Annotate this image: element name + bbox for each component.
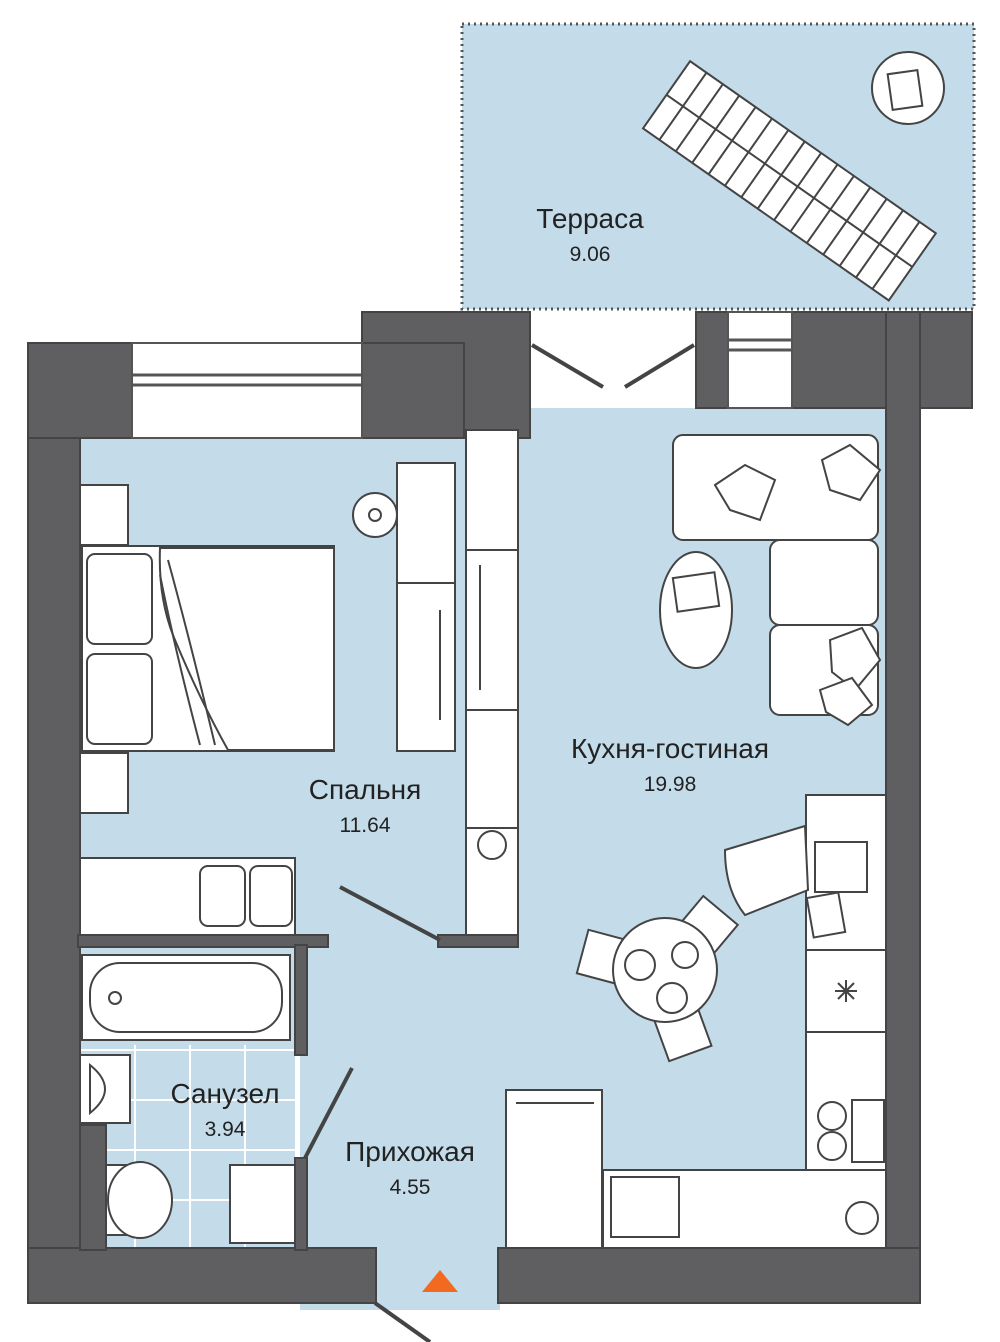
room-label-terrace: Терраса 9.06	[505, 202, 675, 270]
bed	[81, 545, 335, 752]
window-bedroom	[131, 342, 363, 439]
terrace-table	[871, 51, 945, 125]
wardrobe-bedroom	[396, 462, 456, 752]
room-name-bathroom: Санузел	[170, 1078, 280, 1109]
walls	[27, 311, 973, 1304]
doors	[303, 343, 696, 1342]
plant-bedroom	[352, 492, 398, 538]
bookshelf-partition	[465, 429, 519, 936]
room-label-bedroom: Спальня 11.64	[290, 773, 440, 841]
snowflake-icon	[835, 980, 857, 1002]
washing-machine	[229, 1164, 296, 1244]
washbasin	[79, 1054, 131, 1124]
sofa	[672, 434, 882, 727]
kitchen-counter	[602, 949, 887, 1249]
dining-set	[575, 894, 740, 1063]
room-area-hallway: 4.55	[389, 1176, 431, 1199]
room-area-bedroom: 11.64	[339, 814, 391, 837]
toilet	[105, 1161, 173, 1239]
hallway-wardrobe	[505, 1089, 603, 1249]
room-name-hallway: Прихожая	[345, 1136, 475, 1167]
bathtub	[81, 954, 291, 1041]
window-terrace	[727, 311, 793, 409]
room-area-kitchen-living: 19.98	[643, 773, 697, 796]
room-label-hallway: Прихожая 4.55	[325, 1135, 495, 1203]
nightstands	[79, 484, 129, 814]
room-label-bathroom: Санузел 3.94	[150, 1077, 300, 1145]
room-area-bathroom: 3.94	[204, 1118, 246, 1141]
room-name-bedroom: Спальня	[308, 774, 422, 805]
room-name-kitchen-living: Кухня-гостиная	[570, 733, 770, 764]
sun-loungers	[641, 59, 938, 302]
room-name-terrace: Терраса	[536, 203, 644, 234]
room-area-terrace: 9.06	[569, 243, 611, 266]
work-desk	[805, 794, 887, 951]
dresser-bedroom	[79, 857, 296, 936]
desk-chair	[723, 824, 810, 917]
room-label-kitchen-living: Кухня-гостиная 19.98	[545, 732, 795, 800]
entrance-arrow-icon	[422, 1270, 458, 1292]
coffee-table	[659, 551, 733, 669]
